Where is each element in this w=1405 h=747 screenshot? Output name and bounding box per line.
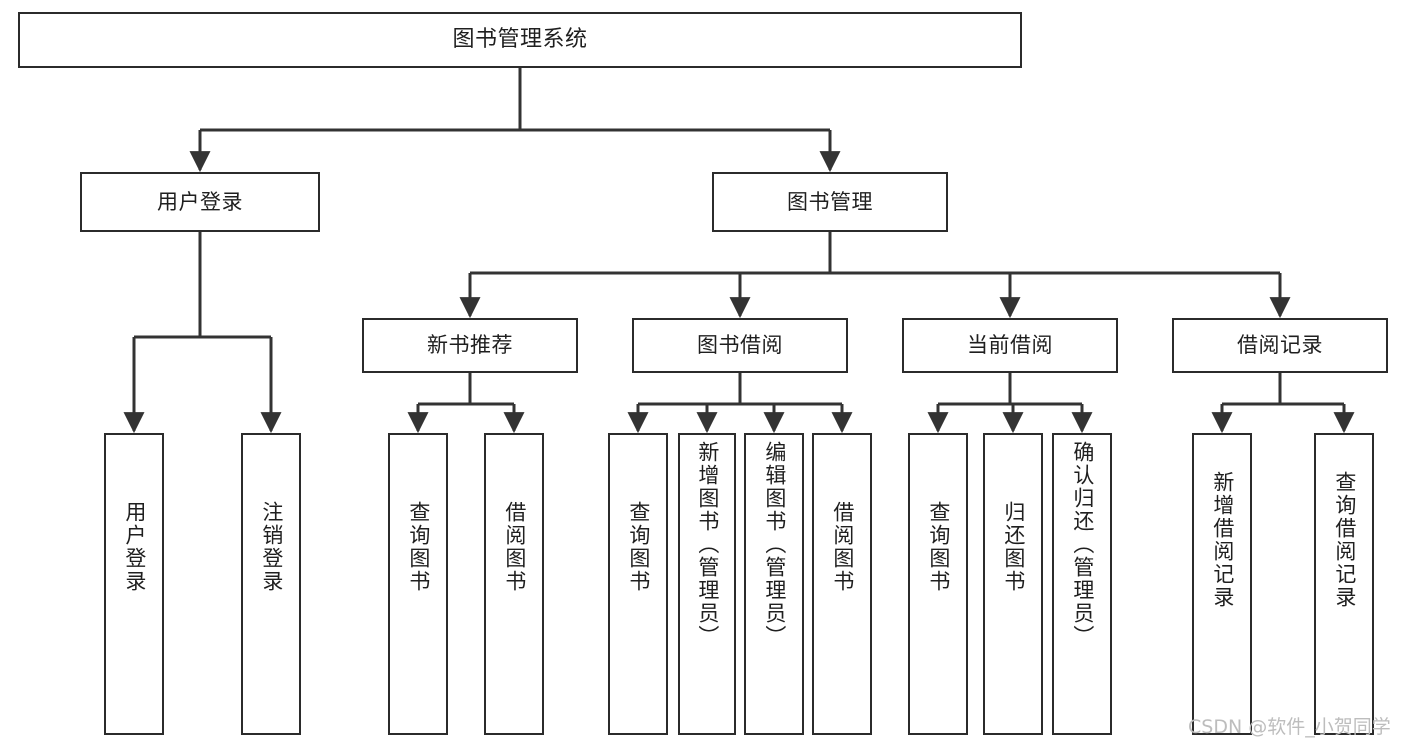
node-label: 借阅图书 xyxy=(830,501,855,593)
node-label: 确认归还（管理员） xyxy=(1070,441,1095,648)
node-current-borrow[interactable]: 当前借阅 xyxy=(902,318,1118,373)
node-root[interactable]: 图书管理系统 xyxy=(18,12,1022,68)
csdn-watermark: CSDN @软件_小贺同学 xyxy=(1188,716,1391,738)
node-book-manage[interactable]: 图书管理 xyxy=(712,172,948,232)
node-label: 图书借阅 xyxy=(697,333,783,358)
node-leaf-borrow-book-recommend[interactable]: 借阅图书 xyxy=(484,433,544,735)
node-label: 用户登录 xyxy=(122,501,147,593)
node-label: 用户登录 xyxy=(157,189,243,214)
node-leaf-user-logout[interactable]: 注销登录 xyxy=(241,433,301,735)
node-leaf-query-book-current[interactable]: 查询图书 xyxy=(908,433,968,735)
node-leaf-borrow-book-borrow[interactable]: 借阅图书 xyxy=(812,433,872,735)
node-label: 编辑图书（管理员） xyxy=(762,441,787,648)
node-borrow-record[interactable]: 借阅记录 xyxy=(1172,318,1388,373)
node-label: 图书管理系统 xyxy=(452,27,588,53)
node-user-login[interactable]: 用户登录 xyxy=(80,172,320,232)
node-leaf-query-book-borrow[interactable]: 查询图书 xyxy=(608,433,668,735)
node-leaf-confirm-return-admin[interactable]: 确认归还（管理员） xyxy=(1052,433,1112,735)
node-label: 借阅图书 xyxy=(502,501,527,593)
node-label: 新书推荐 xyxy=(427,333,513,358)
node-label: 查询图书 xyxy=(406,501,431,593)
node-label: 归还图书 xyxy=(1001,501,1026,593)
node-label: 新增借阅记录 xyxy=(1210,471,1235,609)
node-label: 图书管理 xyxy=(787,189,873,214)
node-label: 查询图书 xyxy=(926,501,951,593)
node-leaf-add-book-admin[interactable]: 新增图书（管理员） xyxy=(678,433,736,735)
node-label: 注销登录 xyxy=(259,501,284,593)
node-label: 查询借阅记录 xyxy=(1332,471,1357,609)
node-book-borrow[interactable]: 图书借阅 xyxy=(632,318,848,373)
node-new-book-recommend[interactable]: 新书推荐 xyxy=(362,318,578,373)
node-label: 当前借阅 xyxy=(967,333,1053,358)
node-label: 新增图书（管理员） xyxy=(695,441,720,648)
node-label: 借阅记录 xyxy=(1237,333,1323,358)
node-leaf-user-login[interactable]: 用户登录 xyxy=(104,433,164,735)
node-leaf-query-book-recommend[interactable]: 查询图书 xyxy=(388,433,448,735)
node-leaf-query-borrow-record[interactable]: 查询借阅记录 xyxy=(1314,433,1374,735)
node-leaf-add-borrow-record[interactable]: 新增借阅记录 xyxy=(1192,433,1252,735)
node-label: 查询图书 xyxy=(626,501,651,593)
node-leaf-return-book[interactable]: 归还图书 xyxy=(983,433,1043,735)
node-leaf-edit-book-admin[interactable]: 编辑图书（管理员） xyxy=(744,433,804,735)
